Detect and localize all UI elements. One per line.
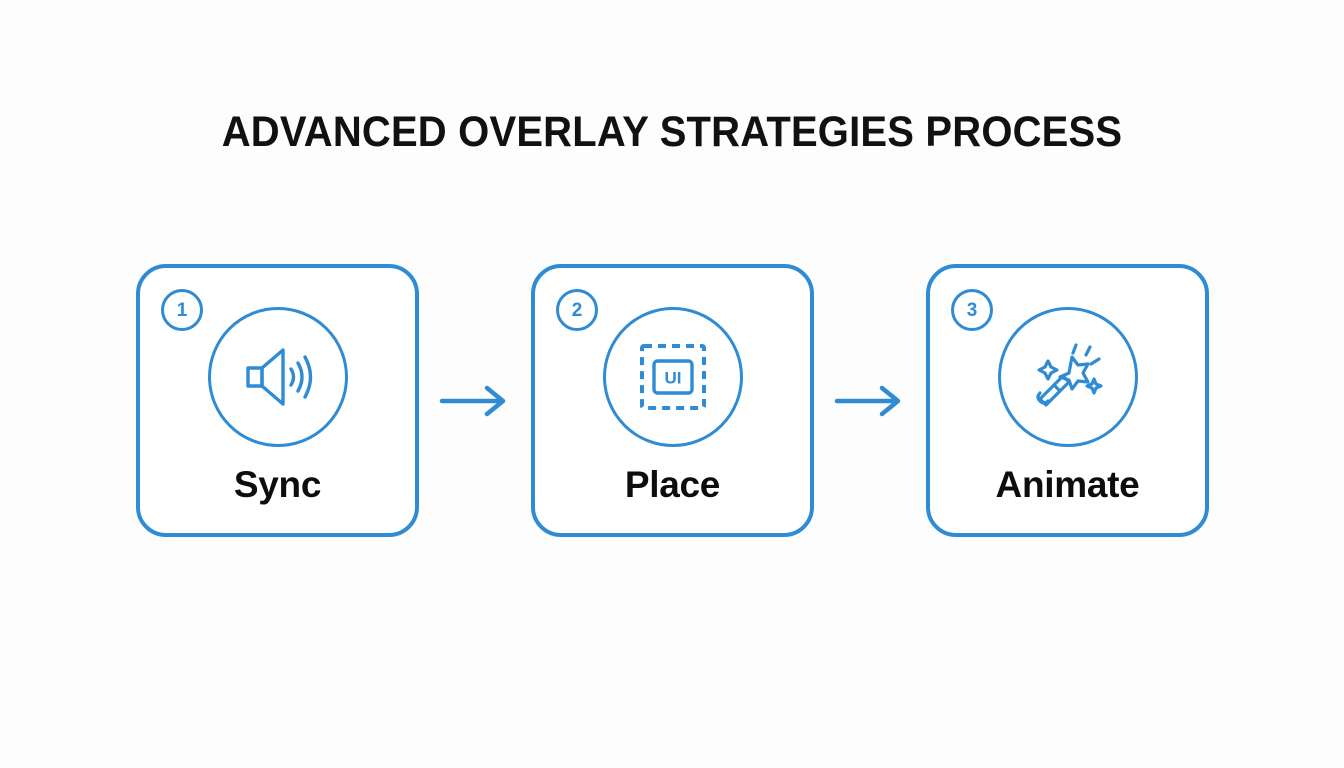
step-number-badge-1: 1 bbox=[161, 289, 203, 331]
ui-icon-text: UI bbox=[664, 369, 681, 388]
step-label-3: Animate bbox=[995, 464, 1140, 505]
arrow-right-icon bbox=[834, 385, 901, 416]
step-icon-circle-1 bbox=[207, 307, 348, 447]
arrow-right-icon bbox=[439, 385, 506, 416]
page-title: ADVANCED OVERLAY STRATEGIES PROCESS bbox=[221, 108, 1123, 156]
step-label-2: Place bbox=[624, 464, 721, 505]
speaker-volume-icon bbox=[245, 348, 312, 406]
ui-placement-frame-icon: UI bbox=[639, 344, 706, 410]
step-number-badge-2: 2 bbox=[556, 289, 598, 331]
step-icon-circle-2: UI bbox=[602, 307, 743, 447]
process-step-card-2[interactable]: 2 UI Place bbox=[531, 264, 814, 537]
step-number-badge-3: 3 bbox=[951, 289, 993, 331]
process-flow: 1 Sync bbox=[136, 264, 1209, 537]
flow-connector-1 bbox=[439, 381, 511, 421]
process-step-card-3[interactable]: 3 bbox=[926, 264, 1209, 537]
magic-wand-sparkle-icon bbox=[1035, 343, 1103, 407]
process-step-card-1[interactable]: 1 Sync bbox=[136, 264, 419, 537]
flow-connector-2 bbox=[834, 381, 906, 421]
step-icon-circle-3 bbox=[997, 307, 1138, 447]
step-label-1: Sync bbox=[233, 464, 322, 505]
